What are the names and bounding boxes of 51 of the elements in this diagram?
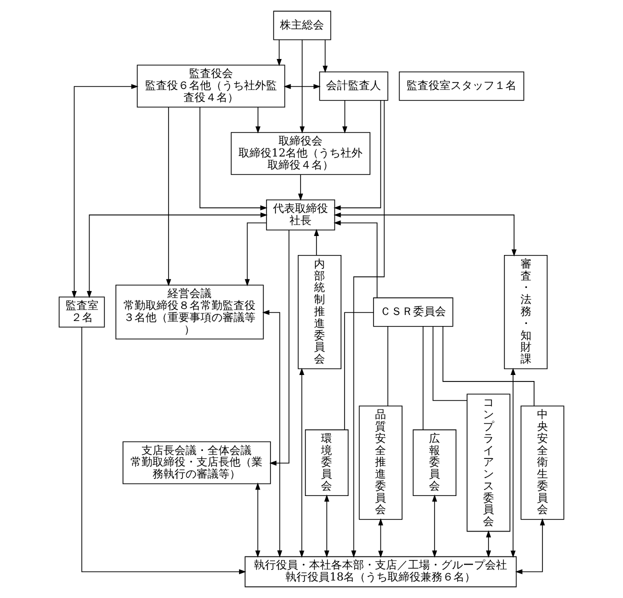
arrow [298,174,304,201]
node-box: 環境委員会 [304,429,349,496]
connector [442,326,534,406]
arrow [166,106,172,286]
node-box: 広報委員会 [412,429,456,496]
arrow [72,84,138,298]
node-box: 株主総会 [273,10,332,40]
node-box: 取締役会 取締役12名他（うち社外取締役４名） [230,132,370,175]
node-box: 監査室 ２名 [58,296,105,328]
arrow [342,100,348,134]
arrow [334,220,378,298]
arrow [322,39,328,73]
arrow [255,482,260,558]
arrow [314,228,319,256]
node-box: 審査・法務・知財課 [504,255,548,370]
arrow [299,368,304,558]
node-box: 支店長会議・全体会議 常勤取締役・支店長他（業務執行の審議等） [122,441,271,484]
arrow [255,107,260,134]
arrow [269,230,290,466]
node-box: 品質安全推進委員会 [358,406,402,520]
arrow [351,100,385,558]
arrow [486,530,492,558]
node-box: 執行役員・本社各本部・支店／工場・グループ会社 執行役員18名（うち取締役兼務６名） [244,556,517,588]
arrow [324,494,330,558]
arrow [432,494,438,558]
connector [387,326,388,406]
node-box: コンプライアンス委員会 [466,394,510,532]
node-box: 経営会議 常勤取締役８名常勤監査役３名他（重要事項の審議等） [115,284,264,340]
node-box: 中央安全衛生委員会 [520,406,564,520]
arrow [334,100,382,210]
arrow [510,368,516,558]
arrow [284,84,321,90]
arrow [300,40,305,134]
arrow [276,39,282,66]
node-box: 監査役会 監査役６名他（うち社外監査役４名） [136,64,286,108]
node-box: 代表取締役 社長 [266,200,336,230]
arrow [244,222,267,286]
node-box: 監査役室スタッフ１名 [398,71,524,101]
arrow [515,518,545,574]
node-box: 会計監査人 [319,71,388,101]
arrow [378,518,384,558]
connector [344,312,374,430]
connector [432,326,468,401]
arrow [81,326,246,574]
arrow [86,212,268,298]
node-box: 内部統制推進委員会 [298,255,342,370]
connector [422,326,424,430]
node-box: ＣＳＲ委員会 [373,297,454,327]
arrow [334,212,517,256]
arrow [200,106,268,210]
arrow [262,310,282,558]
